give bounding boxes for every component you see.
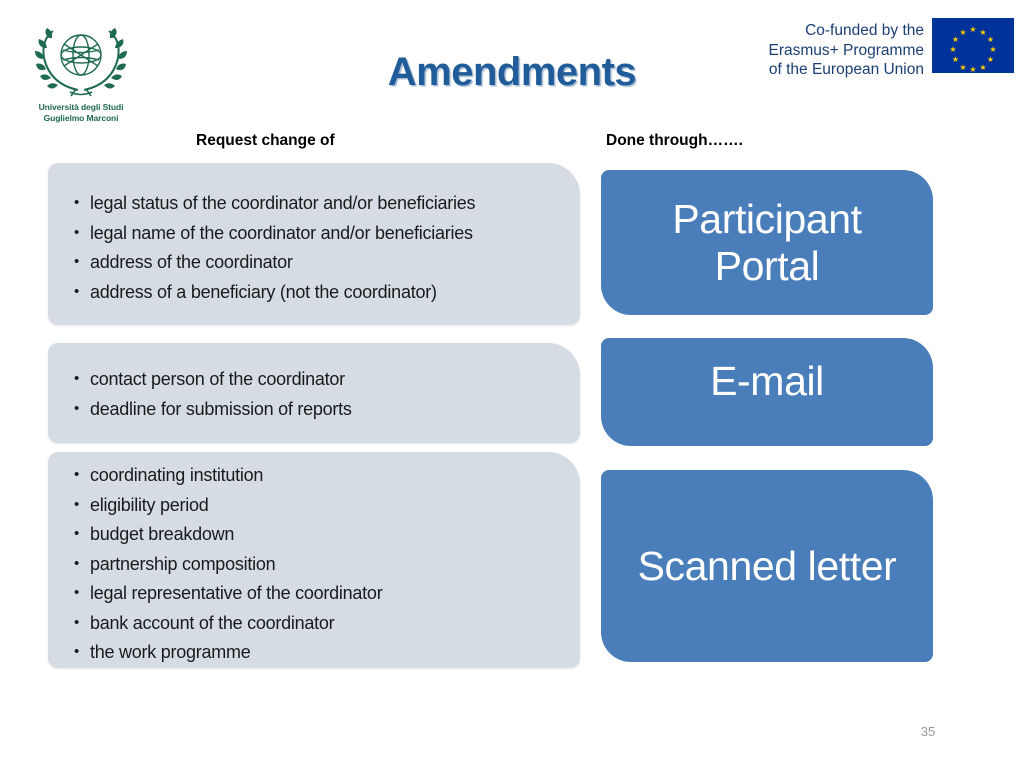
request-change-panel-1: legal status of the coordinator and/or b…: [48, 163, 580, 325]
request-change-panel-3: coordinating institution eligibility per…: [48, 452, 580, 668]
request-change-panel-2: contact person of the coordinator deadli…: [48, 343, 580, 443]
list-item: deadline for submission of reports: [74, 394, 580, 425]
university-name-line1: Università degli Studi: [38, 102, 124, 112]
university-name: Università degli Studi Guglielmo Marconi: [22, 102, 140, 124]
list-item: legal status of the coordinator and/or b…: [74, 188, 580, 219]
list-item: contact person of the coordinator: [74, 364, 580, 395]
university-name-line2: Guglielmo Marconi: [43, 113, 119, 123]
list-item: partnership composition: [74, 549, 580, 580]
list-item: address of a beneficiary (not the coordi…: [74, 277, 580, 308]
list-item: bank account of the coordinator: [74, 608, 580, 639]
list-item: legal representative of the coordinator: [74, 578, 580, 609]
method-label: Scanned letter: [637, 542, 897, 589]
erasmus-text-line3: of the European Union: [768, 61, 924, 78]
page-number: 35: [920, 724, 936, 739]
list-item: address of the coordinator: [74, 247, 580, 278]
list-item: coordinating institution: [74, 460, 580, 491]
list-item: the work programme: [74, 637, 580, 668]
eu-flag-icon: ★ ★ ★ ★ ★ ★ ★ ★ ★ ★ ★ ★: [932, 18, 1014, 74]
column-header-done-through: Done through…….: [606, 132, 743, 149]
list-item: budget breakdown: [74, 519, 580, 550]
page-title: Amendments: [0, 50, 1024, 95]
method-label: E-mail: [710, 358, 824, 404]
list-item: eligibility period: [74, 490, 580, 521]
method-label: Participant Portal: [672, 195, 862, 289]
method-panel-scanned-letter: Scanned letter: [601, 470, 933, 662]
erasmus-text-line1: Co-funded by the: [805, 22, 924, 39]
globe-laurel-wreath-emblem: [35, 28, 127, 97]
request-change-list-3: coordinating institution eligibility per…: [74, 460, 580, 668]
method-panel-participant-portal: Participant Portal: [601, 170, 933, 315]
erasmus-text-line2: Erasmus+ Programme: [768, 41, 924, 59]
method-panel-email: E-mail: [601, 338, 933, 446]
request-change-list-1: legal status of the coordinator and/or b…: [74, 188, 580, 308]
erasmus-cofunding-text: Co-funded by the Erasmus+ Programme of t…: [769, 18, 924, 80]
request-change-list-2: contact person of the coordinator deadli…: [74, 364, 580, 425]
list-item: legal name of the coordinator and/or ben…: [74, 218, 580, 249]
university-logo: Università degli Studi Guglielmo Marconi: [22, 22, 140, 130]
erasmus-cofunding-logo: Co-funded by the Erasmus+ Programme of t…: [769, 18, 1014, 80]
page-title-text: Amendments: [387, 50, 637, 94]
column-header-request-change-of: Request change of: [196, 132, 335, 149]
